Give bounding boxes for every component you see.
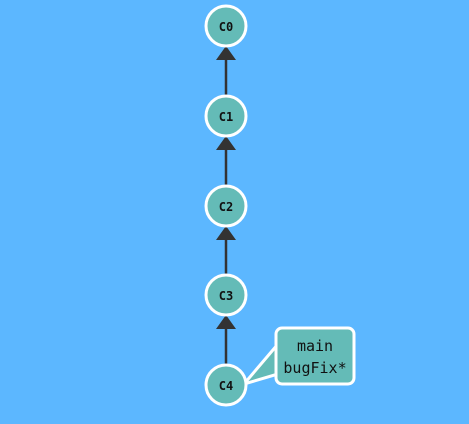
edges-layer: [216, 46, 236, 365]
arrowhead-c1: [216, 136, 236, 150]
branch-label-bugfix[interactable]: bugFix*: [283, 359, 346, 377]
commit-label-c3: C3: [219, 289, 233, 303]
commit-circle-c2[interactable]: [204, 184, 248, 228]
commit-circle-c1[interactable]: [204, 94, 248, 138]
arrowhead-c3: [216, 315, 236, 329]
commit-circle-c4[interactable]: [204, 363, 248, 407]
branch-label-main[interactable]: main: [297, 337, 333, 355]
commit-node-c2[interactable]: C2: [204, 184, 248, 228]
commit-label-c1: C1: [219, 110, 233, 124]
commit-label-c2: C2: [219, 200, 233, 214]
branch-pointer-arrow: [239, 339, 280, 387]
commit-node-c3[interactable]: C3: [204, 273, 248, 317]
branch-label-box[interactable]: [274, 326, 356, 386]
branch-layer: main bugFix*: [239, 326, 356, 387]
commit-label-c0: C0: [219, 20, 233, 34]
commit-node-c1[interactable]: C1: [204, 94, 248, 138]
commit-node-c0[interactable]: C0: [204, 4, 248, 48]
commit-label-c4: C4: [219, 379, 233, 393]
commit-circle-c3[interactable]: [204, 273, 248, 317]
arrowhead-c0: [216, 46, 236, 60]
commit-node-c4[interactable]: C4: [204, 363, 248, 407]
arrowhead-c2: [216, 226, 236, 240]
commit-circle-c0[interactable]: [204, 4, 248, 48]
